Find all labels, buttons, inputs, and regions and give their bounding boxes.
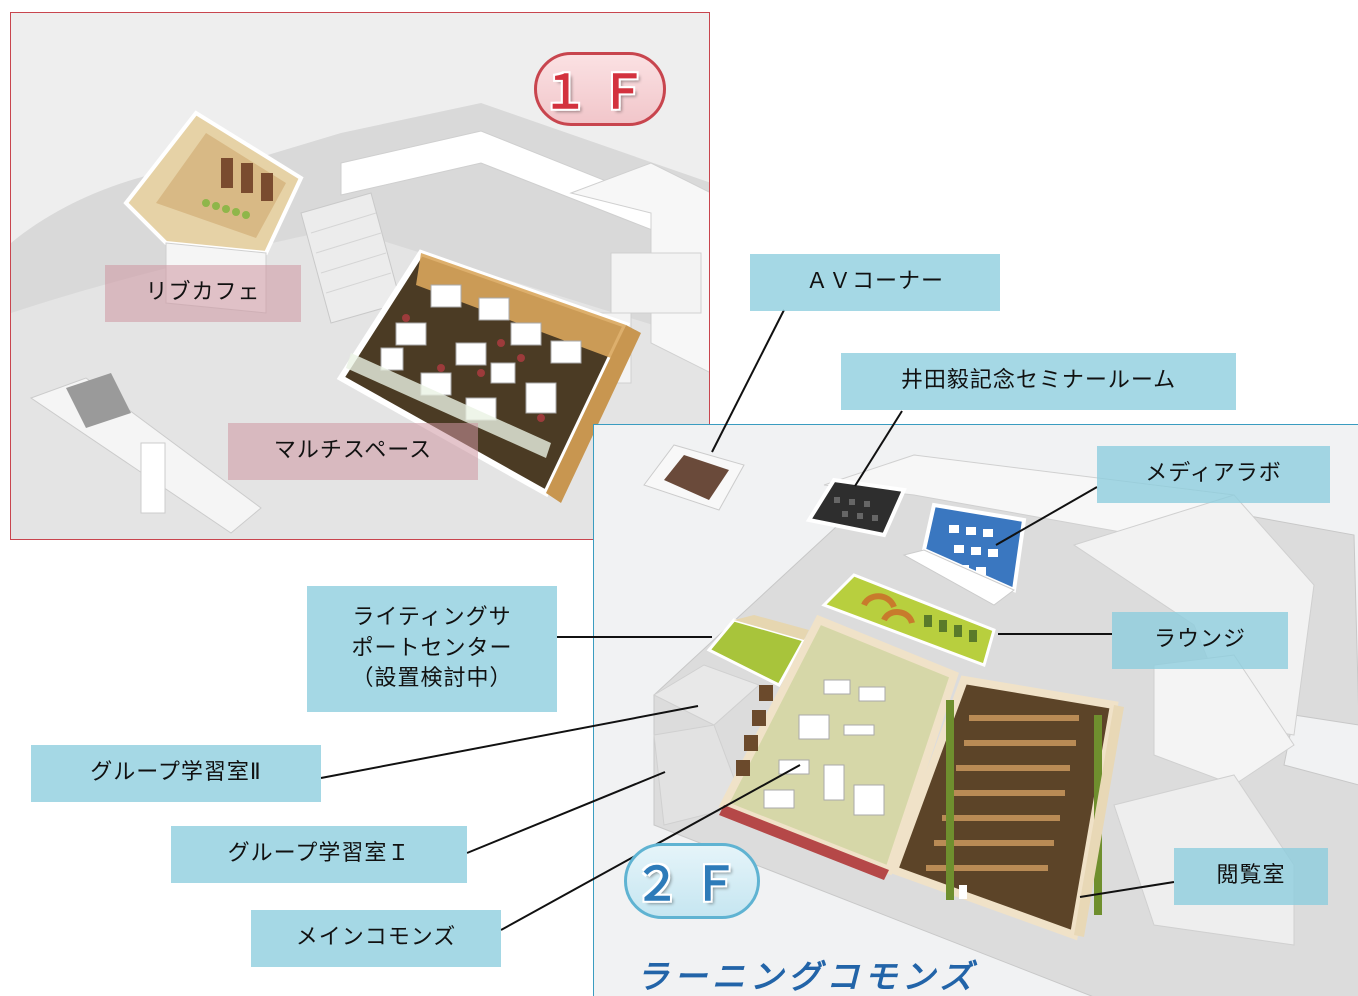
learning-commons-title: ラーニングコモンズ	[636, 957, 978, 996]
leader-seminar-room	[854, 410, 903, 487]
label-writing-center: ライティングサ ポートセンター （設置検討中）	[307, 586, 557, 712]
label-group-room-2: グループ学習室Ⅱ	[31, 745, 321, 802]
label-group-room-1: グループ学習室Ｉ	[171, 826, 467, 883]
second-floor-plan	[643, 444, 1358, 996]
leader-group-room-2	[320, 705, 699, 779]
label-multi-space: マルチスペース	[228, 423, 478, 480]
label-reading-room: 閲覧室	[1174, 848, 1328, 905]
leader-av-corner	[711, 309, 785, 453]
label-cafe: リブカフェ	[105, 265, 301, 322]
label-media-lab: メディアラボ	[1097, 446, 1330, 503]
label-av-corner: ＡＶコーナー	[750, 254, 1000, 311]
floor-1f-badge: １Ｆ	[534, 52, 666, 126]
floor-2f-badge: ２Ｆ	[624, 843, 760, 919]
leader-media-lab	[995, 486, 1098, 546]
leader-reading-room	[1079, 881, 1175, 898]
label-lounge: ラウンジ	[1112, 612, 1288, 669]
label-seminar-room: 井田毅記念セミナールーム	[841, 353, 1236, 410]
leader-group-room-1	[466, 771, 666, 854]
label-main-commons: メインコモンズ	[251, 910, 501, 967]
second-floor-panel	[593, 424, 1358, 996]
